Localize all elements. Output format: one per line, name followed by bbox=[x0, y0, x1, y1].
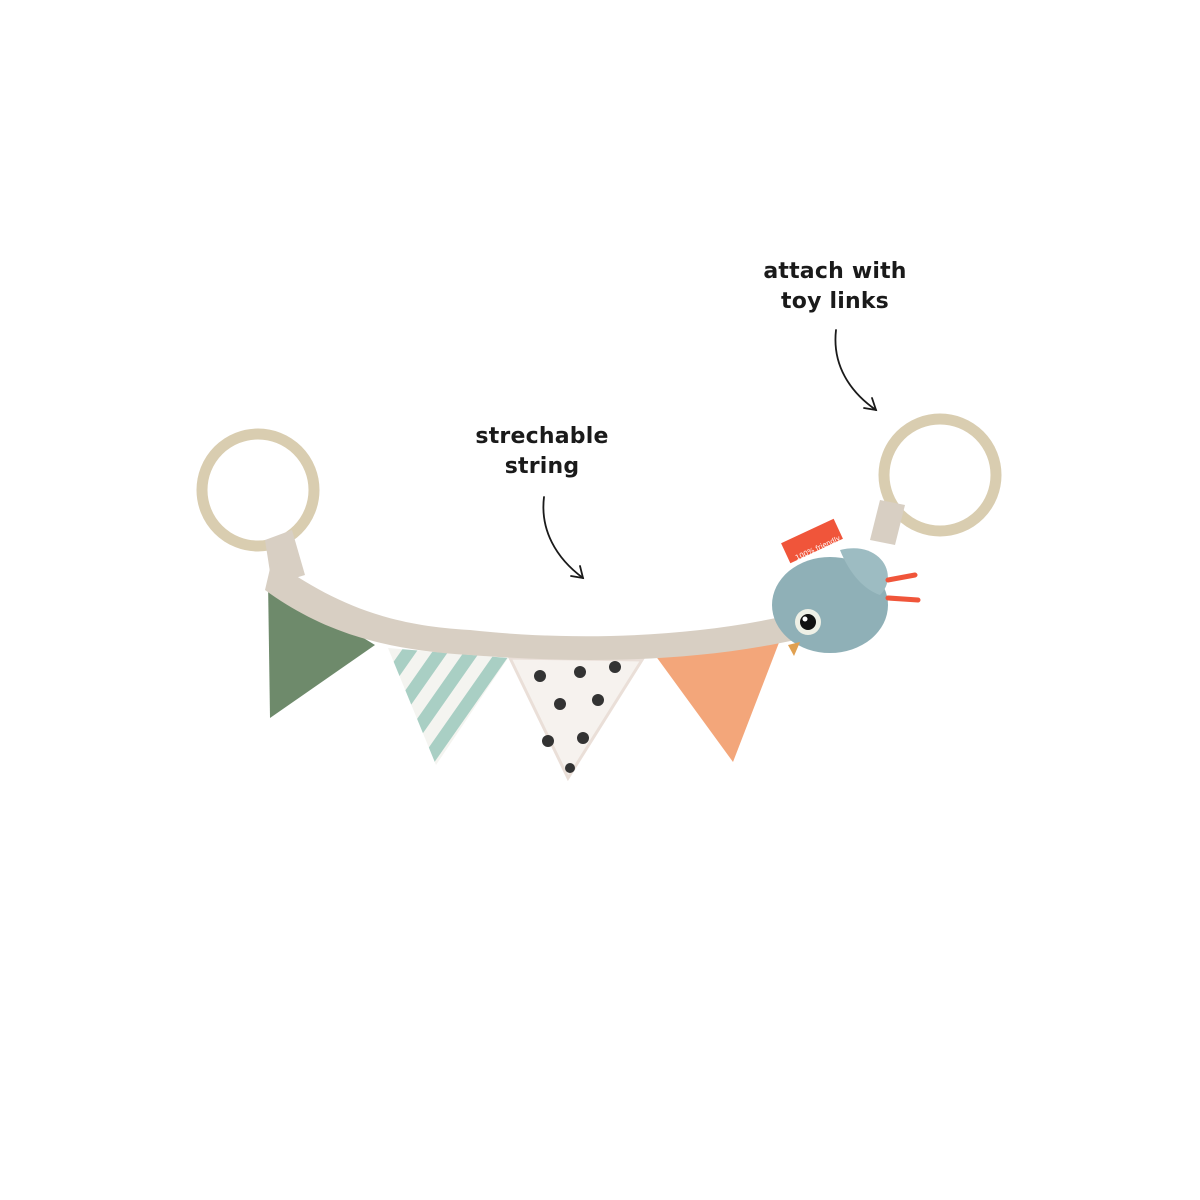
annotation-line: strechable bbox=[475, 424, 609, 449]
annotation-line: attach with bbox=[763, 259, 907, 284]
polka-dots bbox=[534, 661, 621, 773]
arrow-icon bbox=[834, 329, 878, 412]
annotation-attach-with-toy-links: attach with toy links bbox=[735, 257, 935, 317]
arrow-icon bbox=[542, 496, 585, 580]
right-ring bbox=[878, 413, 1002, 537]
stretchable-string bbox=[265, 560, 795, 660]
tag-icon: 100% friendly bbox=[781, 518, 843, 564]
annotation-line: string bbox=[504, 454, 580, 479]
annotation-strechable-string: strechable string bbox=[442, 422, 642, 482]
flag-striped bbox=[388, 648, 508, 765]
left-ring bbox=[196, 428, 320, 552]
flag-green bbox=[268, 580, 375, 718]
flag-orange bbox=[655, 640, 780, 762]
right-loop bbox=[870, 500, 905, 545]
annotation-line: toy links bbox=[781, 289, 889, 314]
